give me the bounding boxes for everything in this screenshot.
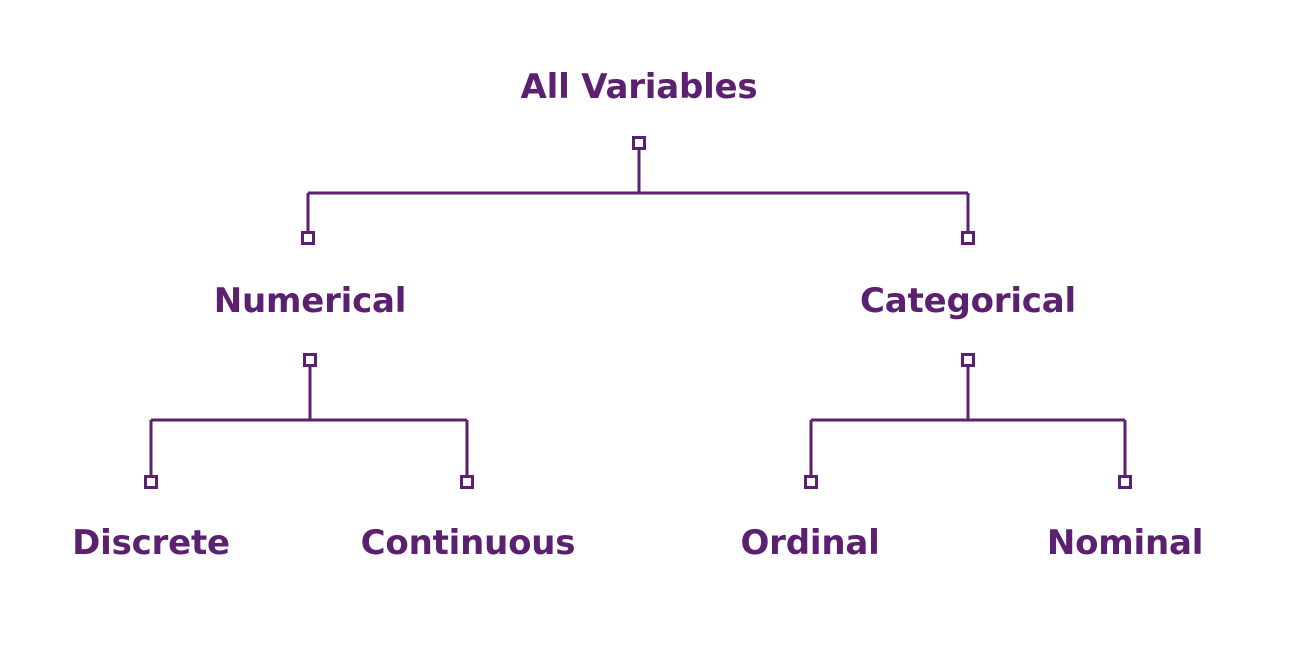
node-label-categorical: Categorical (860, 281, 1076, 321)
node-label-all-variables: All Variables (520, 67, 758, 107)
node-label-numerical: Numerical (213, 281, 407, 321)
node-label-ordinal: Ordinal (740, 523, 880, 563)
connector-node-numerical-in (301, 231, 315, 245)
connector-node-all-variables (632, 136, 646, 150)
connector-node-continuous (460, 475, 474, 489)
node-label-discrete: Discrete (72, 523, 230, 563)
connector-node-numerical-out (303, 353, 317, 367)
connector-node-discrete (144, 475, 158, 489)
connector-node-categorical-in (961, 231, 975, 245)
node-label-nominal: Nominal (1046, 523, 1204, 563)
connector-node-ordinal (804, 475, 818, 489)
connector-node-categorical-out (961, 353, 975, 367)
connector-node-nominal (1118, 475, 1132, 489)
node-label-continuous: Continuous (360, 523, 576, 563)
